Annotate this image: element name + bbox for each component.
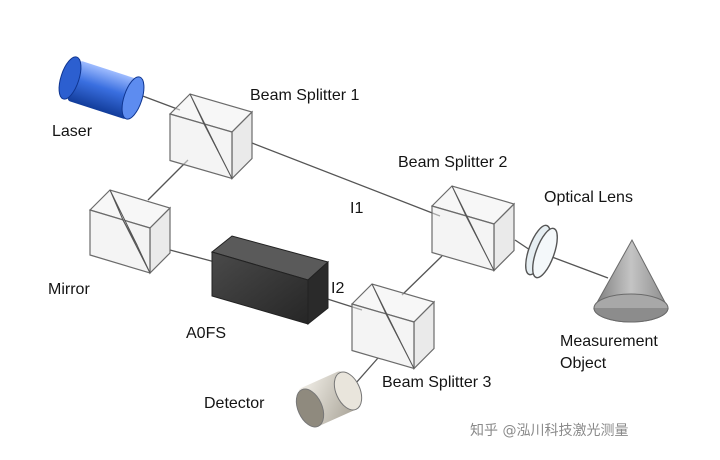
label-beam-splitter-2: Beam Splitter 2 (398, 154, 508, 171)
label-beam-splitter-1: Beam Splitter 1 (250, 87, 360, 104)
label-laser: Laser (52, 123, 93, 140)
label-aofs: A0FS (186, 325, 227, 342)
beam-splitter-1-icon (168, 93, 254, 180)
label-path-i2: I2 (331, 280, 345, 297)
label-measurement-object-line2: Object (560, 355, 607, 372)
beam-mirror-to-aofs (169, 249, 216, 263)
label-mirror: Mirror (48, 281, 90, 298)
beam-laser-to-bs1 (139, 94, 181, 111)
label-path-i1: I1 (350, 200, 364, 217)
label-beam-splitter-3: Beam Splitter 3 (382, 374, 492, 391)
beam-lens-to-object (551, 256, 609, 279)
beam-splitter-2-icon (430, 185, 516, 272)
beam-splitter-3-icon (350, 283, 436, 370)
beam-bs1-to-mirror (147, 159, 189, 201)
laser-icon (58, 56, 145, 120)
label-detector: Detector (204, 395, 265, 412)
measurement-object-cone-icon (593, 238, 669, 323)
optical-lens-icon (525, 224, 558, 279)
label-measurement-object-line1: Measurement (560, 333, 658, 350)
cube-group (88, 93, 516, 370)
label-optical-lens: Optical Lens (544, 189, 633, 206)
detector-icon (295, 371, 363, 428)
aofs-block-icon (210, 235, 330, 326)
beam-bs2-to-bs3 (401, 255, 443, 296)
mirror-icon (88, 189, 172, 275)
watermark: 知乎 @泓川科技激光测量 (470, 423, 629, 439)
beam-bs1-to-bs2 (251, 142, 441, 217)
beam-bs2-to-lens (514, 239, 531, 251)
